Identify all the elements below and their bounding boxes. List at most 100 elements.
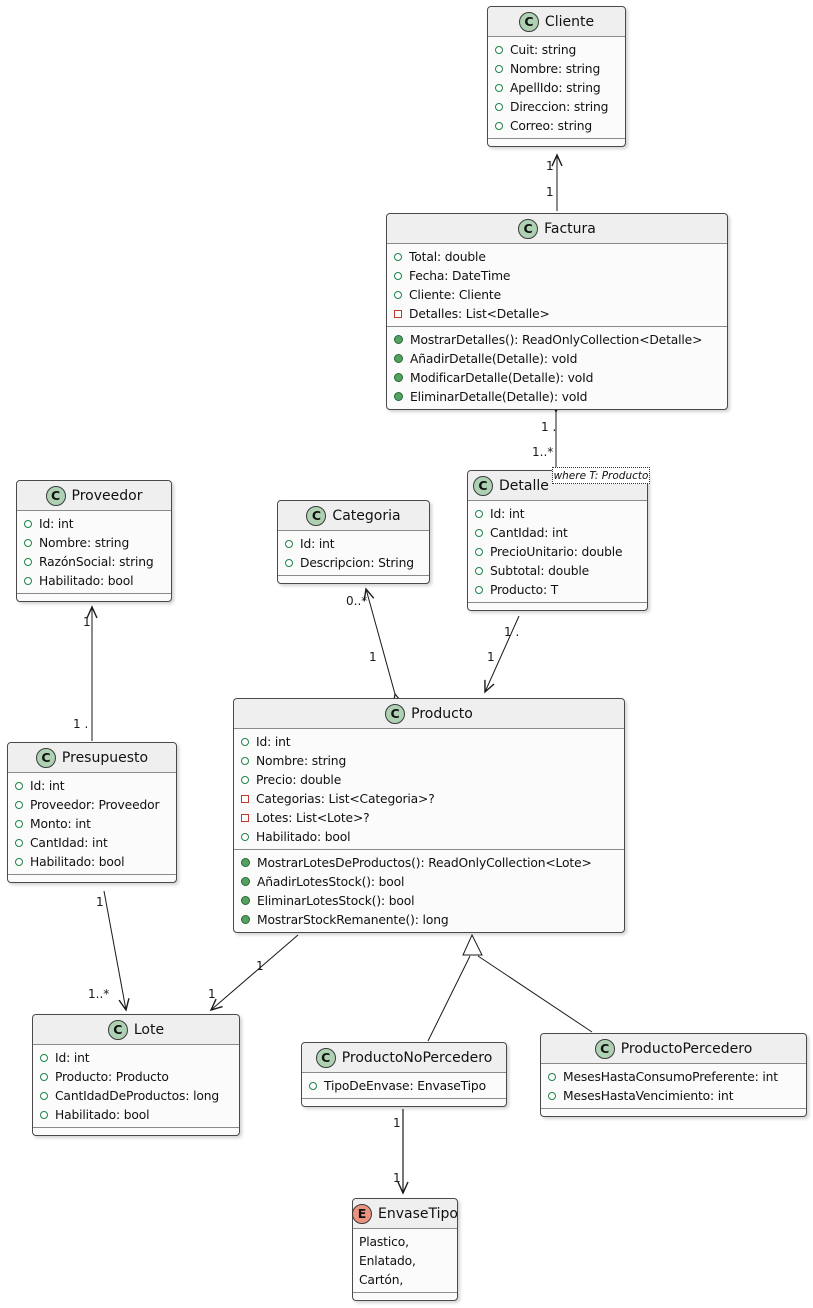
enum-badge-icon: E bbox=[352, 1203, 373, 1224]
multiplicity-label: 1 bbox=[96, 895, 104, 909]
class-member: Habilitado: bool bbox=[234, 827, 624, 846]
class-member: Subtotal: double bbox=[468, 561, 647, 580]
member-text: CantIdad: int bbox=[30, 835, 108, 850]
class-member: Precio: double bbox=[234, 770, 624, 789]
class-header: E EnvaseTipo bbox=[352, 1199, 458, 1229]
member-text: Habilitado: bool bbox=[55, 1107, 150, 1122]
class-member: Lotes: List<Lote>? bbox=[234, 808, 624, 827]
class-member: Id: int bbox=[278, 534, 429, 553]
field-public-icon bbox=[394, 252, 402, 261]
member-text: Nombre: string bbox=[39, 535, 130, 550]
field-public-icon bbox=[40, 1053, 48, 1062]
field-private-icon bbox=[241, 794, 249, 803]
field-public-icon bbox=[495, 121, 503, 130]
member-text: Id: int bbox=[30, 778, 65, 793]
field-public-icon bbox=[15, 819, 23, 828]
member-text: Precio: double bbox=[256, 772, 342, 787]
class-title: Detalle bbox=[499, 477, 549, 494]
field-public-icon bbox=[475, 547, 483, 556]
member-text: Id: int bbox=[55, 1050, 90, 1065]
field-public-icon bbox=[495, 102, 503, 111]
member-text: Id: int bbox=[300, 536, 335, 551]
class-member: MesesHastaVencimiento: int bbox=[541, 1086, 806, 1105]
class-member: Plastico, bbox=[353, 1232, 457, 1251]
field-public-icon bbox=[548, 1072, 556, 1081]
generic-constraint-note: where T: Producto bbox=[552, 467, 650, 484]
member-text: Producto: Producto bbox=[55, 1069, 169, 1084]
field-public-icon bbox=[24, 538, 32, 547]
multiplicity-label: 1 . bbox=[504, 625, 520, 639]
class-header: C Proveedor bbox=[17, 481, 171, 511]
class-member: Enlatado, bbox=[353, 1251, 457, 1270]
member-text: Correo: string bbox=[510, 118, 593, 133]
member-text: MostrarStockRemanente(): long bbox=[257, 912, 449, 927]
edge-percedero-producto bbox=[477, 955, 593, 1033]
member-text: Total: double bbox=[409, 249, 486, 264]
member-text: Proveedor: Proveedor bbox=[30, 797, 160, 812]
class-member: Habilitado: bool bbox=[33, 1105, 239, 1124]
class-title: EnvaseTipo bbox=[378, 1205, 458, 1222]
class-title: Proveedor bbox=[71, 487, 143, 504]
class-member: Descripcion: String bbox=[278, 553, 429, 572]
field-public-icon bbox=[285, 558, 293, 567]
field-public-icon bbox=[495, 64, 503, 73]
member-text: Plastico, bbox=[359, 1234, 409, 1249]
member-text: Lotes: List<Lote>? bbox=[256, 810, 370, 825]
class-title: ProductoNoPercedero bbox=[341, 1049, 493, 1066]
member-text: ModificarDetalle(Detalle): voId bbox=[410, 370, 594, 385]
member-text: Monto: int bbox=[30, 816, 91, 831]
member-text: Descripcion: String bbox=[300, 555, 414, 570]
field-public-icon bbox=[394, 290, 402, 299]
field-public-icon bbox=[24, 519, 32, 528]
class-member: Habilitado: bool bbox=[8, 852, 176, 871]
member-text: Id: int bbox=[39, 516, 74, 531]
member-text: RazónSocial: string bbox=[39, 554, 154, 569]
class-member: RazónSocial: string bbox=[17, 552, 171, 571]
class-member: Detalles: List<Detalle> bbox=[387, 304, 727, 323]
class-member: MostrarDetalles(): ReadOnlyCollection<De… bbox=[387, 330, 727, 349]
field-public-icon bbox=[15, 838, 23, 847]
field-public-icon bbox=[394, 271, 402, 280]
field-public-icon bbox=[40, 1110, 48, 1119]
field-public-icon bbox=[285, 539, 293, 548]
member-text: MesesHastaConsumoPreferente: int bbox=[563, 1069, 778, 1084]
field-public-icon bbox=[241, 775, 249, 784]
class-member: MostrarStockRemanente(): long bbox=[234, 910, 624, 929]
member-text: Cartón, bbox=[359, 1272, 404, 1287]
class-member: TipoDeEnvase: EnvaseTipo bbox=[302, 1076, 506, 1095]
class-badge-icon: C bbox=[45, 485, 66, 506]
class-badge-icon: C bbox=[385, 703, 406, 724]
class-member: AñadirLotesStock(): bool bbox=[234, 872, 624, 891]
method-public-icon bbox=[241, 896, 250, 905]
generalization-triangle-icon bbox=[462, 933, 483, 956]
class-member: MostrarLotesDeProductos(): ReadOnlyColle… bbox=[234, 853, 624, 872]
member-text: Detalles: List<Detalle> bbox=[409, 306, 550, 321]
field-public-icon bbox=[475, 528, 483, 537]
class-badge-icon: C bbox=[518, 218, 539, 239]
member-text: EliminarLotesStock(): bool bbox=[257, 893, 415, 908]
field-public-icon bbox=[241, 756, 249, 765]
member-text: Nombre: string bbox=[510, 61, 601, 76]
method-public-icon bbox=[241, 877, 250, 886]
class-member: Id: int bbox=[468, 504, 647, 523]
class-badge-icon: C bbox=[315, 1047, 336, 1068]
edge-producto-categoria bbox=[366, 589, 395, 694]
class-member: Id: int bbox=[234, 732, 624, 751]
member-text: Fecha: DateTime bbox=[409, 268, 511, 283]
class-member: EliminarLotesStock(): bool bbox=[234, 891, 624, 910]
class-badge-icon: C bbox=[594, 1038, 615, 1059]
edge-producto-lote bbox=[209, 934, 299, 1012]
member-text: Producto: T bbox=[490, 582, 559, 597]
class-badge-icon: C bbox=[306, 505, 327, 526]
class-member: Correo: string bbox=[488, 116, 625, 135]
member-text: CantIdadDeProductos: long bbox=[55, 1088, 220, 1103]
class-member: Id: int bbox=[8, 776, 176, 795]
